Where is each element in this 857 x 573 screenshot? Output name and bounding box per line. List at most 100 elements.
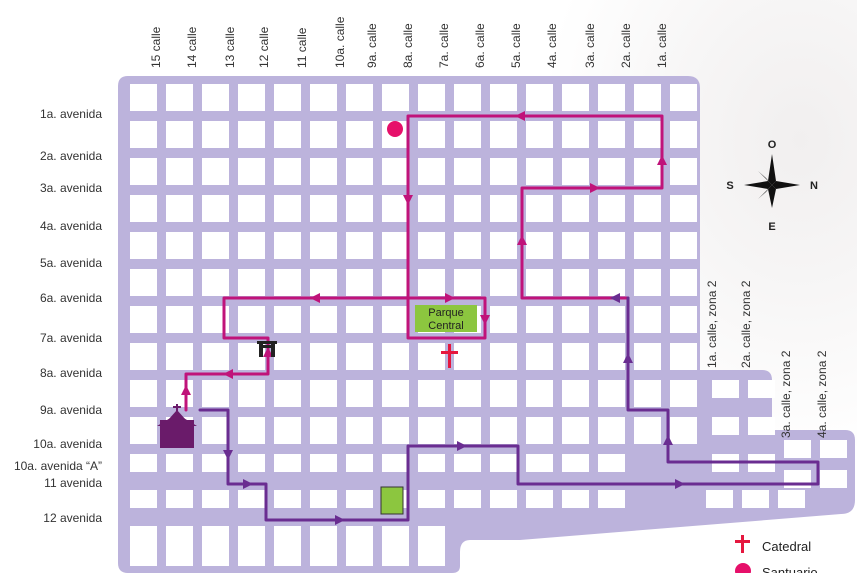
route-arrow-icon	[623, 353, 633, 363]
avenida-label: 3a. avenida	[40, 181, 102, 195]
city-block	[526, 454, 553, 472]
city-block	[418, 269, 445, 296]
city-block	[382, 343, 409, 370]
santuario-dot-icon	[387, 121, 403, 137]
city-block	[202, 490, 229, 508]
park-label-line1: Parque	[428, 307, 463, 319]
city-block	[166, 306, 193, 333]
city-block	[346, 306, 373, 333]
calle-label: 6a. calle	[473, 23, 487, 68]
legend-dot-icon	[735, 563, 751, 573]
city-block	[454, 84, 481, 111]
city-block	[346, 195, 373, 222]
city-block	[490, 269, 517, 296]
city-block	[382, 417, 409, 444]
city-block	[346, 526, 373, 566]
route-arrow-icon	[243, 479, 253, 489]
city-block	[274, 121, 301, 148]
city-block	[778, 490, 805, 508]
route-arrow-icon	[515, 111, 525, 121]
city-block	[670, 417, 697, 444]
route-arrow-icon	[403, 195, 413, 205]
city-block	[526, 121, 553, 148]
route-arrow-icon	[590, 183, 600, 193]
city-block	[166, 454, 193, 472]
city-block	[346, 269, 373, 296]
route-arrow-icon	[663, 435, 673, 445]
legend: Catedral Santuario	[735, 535, 818, 573]
route-arrow-icon	[335, 515, 345, 525]
city-block	[238, 526, 265, 566]
city-block	[748, 417, 775, 435]
compass-left: S	[726, 180, 733, 192]
city-block	[598, 195, 625, 222]
city-block	[634, 417, 661, 444]
city-block	[238, 269, 265, 296]
avenida-label: 10a. avenida	[33, 437, 102, 451]
city-block	[670, 306, 697, 333]
calle-label: 15 calle	[149, 26, 163, 68]
city-block	[166, 195, 193, 222]
city-block	[526, 380, 553, 407]
city-block	[238, 454, 265, 472]
city-block	[274, 232, 301, 259]
city-block	[130, 232, 157, 259]
city-block	[346, 232, 373, 259]
city-block	[130, 417, 157, 444]
route-arrow-icon	[610, 293, 620, 303]
city-block	[634, 121, 661, 148]
city-block	[274, 306, 301, 333]
city-block	[670, 158, 697, 185]
city-block	[274, 343, 301, 370]
city-block	[418, 158, 445, 185]
city-block	[490, 84, 517, 111]
city-block	[238, 158, 265, 185]
city-block	[274, 195, 301, 222]
city-block	[634, 232, 661, 259]
avenida-label: 10a. avenida “A”	[14, 459, 102, 473]
city-block	[454, 490, 481, 508]
city-block	[202, 84, 229, 111]
avenida-label: 8a. avenida	[40, 366, 102, 380]
city-block	[382, 195, 409, 222]
city-block	[526, 232, 553, 259]
compass-bottom: E	[768, 221, 775, 233]
calle-label: 9a. calle	[365, 23, 379, 68]
city-block	[634, 158, 661, 185]
city-block	[490, 380, 517, 407]
city-block	[670, 121, 697, 148]
city-block	[166, 526, 193, 566]
city-block	[202, 454, 229, 472]
avenida-label: 2a. avenida	[40, 149, 102, 163]
city-block	[418, 417, 445, 444]
city-block	[238, 232, 265, 259]
city-block	[202, 158, 229, 185]
route-arrow-icon	[223, 450, 233, 460]
city-block	[490, 306, 517, 333]
avenida-label: 1a. avenida	[40, 107, 102, 121]
route-arrows	[181, 111, 685, 525]
city-block	[310, 195, 337, 222]
city-block	[418, 84, 445, 111]
city-block	[346, 343, 373, 370]
city-block	[598, 343, 625, 370]
city-block	[202, 343, 229, 370]
city-block	[310, 158, 337, 185]
calle-label: 8a. calle	[401, 23, 415, 68]
city-block	[634, 306, 661, 333]
city-block	[454, 454, 481, 472]
city-block	[166, 158, 193, 185]
city-block	[274, 84, 301, 111]
legend-catedral: Catedral	[735, 535, 811, 554]
legend-santuario-label: Santuario	[762, 565, 818, 573]
city-block	[310, 454, 337, 472]
calle-label: 12 calle	[257, 26, 271, 68]
city-block	[274, 269, 301, 296]
avenida-label: 6a. avenida	[40, 291, 102, 305]
city-block	[130, 343, 157, 370]
city-block	[130, 380, 157, 407]
city-block	[526, 343, 553, 370]
city-block	[562, 417, 589, 444]
city-block	[670, 84, 697, 111]
